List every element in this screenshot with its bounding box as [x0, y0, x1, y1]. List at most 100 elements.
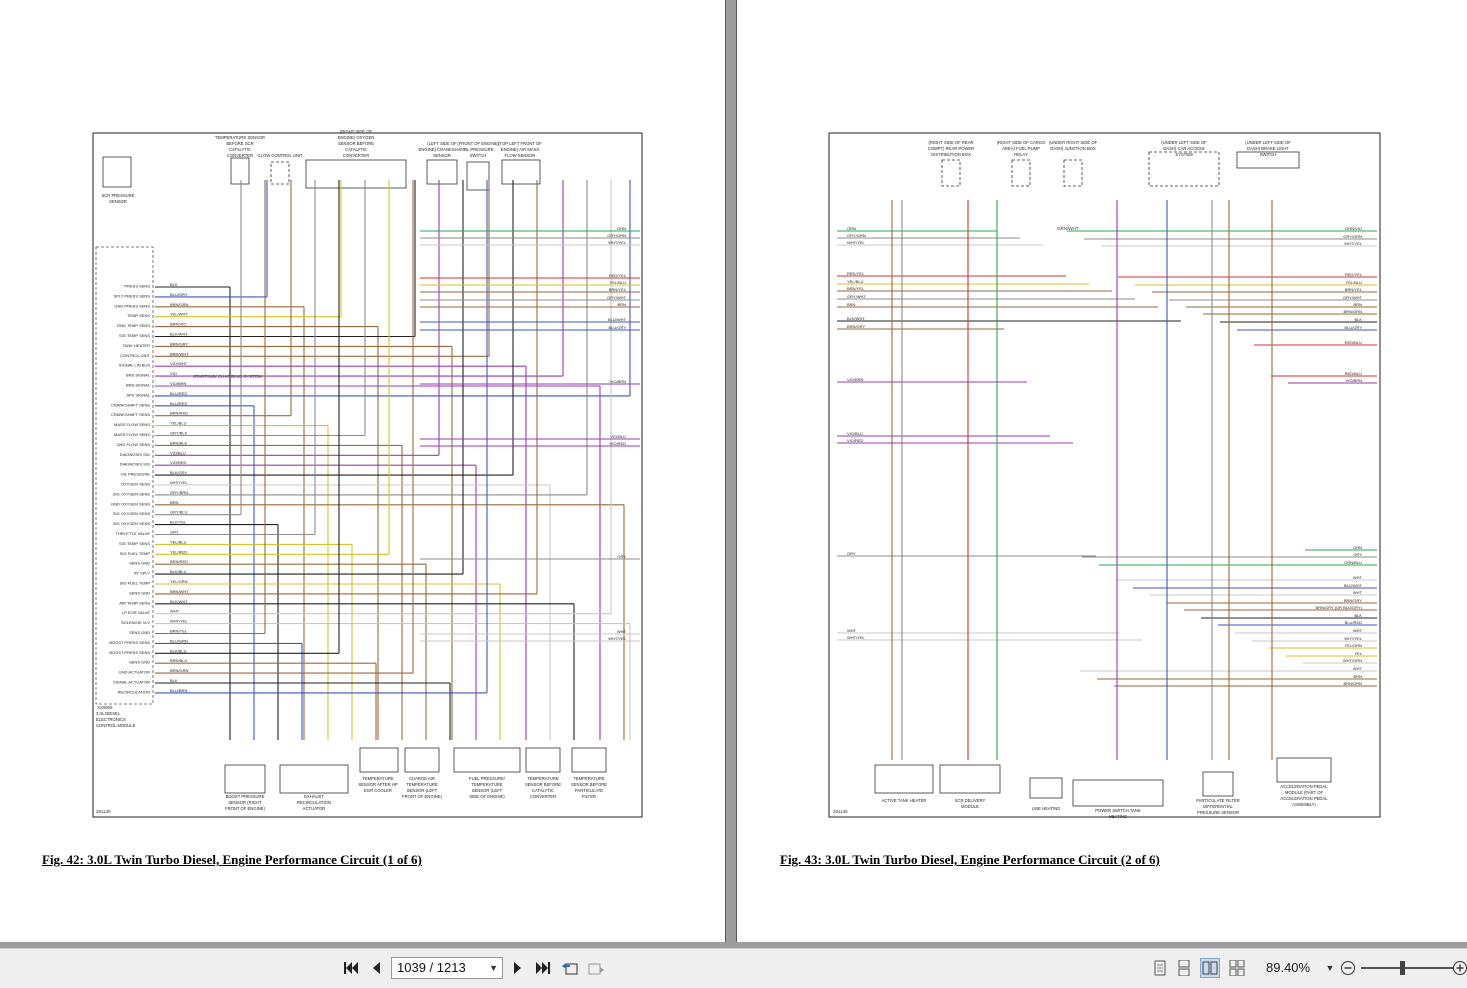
- chevron-down-icon[interactable]: ▼: [489, 963, 498, 973]
- next-page-button[interactable]: [508, 958, 528, 978]
- pin-label: SPS SIGNAL: [126, 392, 151, 397]
- wire-color-label: BLK/YEL: [170, 520, 187, 525]
- pin-label: SENS GND: [129, 660, 150, 665]
- component-label: FLOW SENSOR: [505, 153, 536, 158]
- component-label: SENSOR (LEFT: [407, 788, 438, 793]
- right-wire-label: GRN/BLU: [1344, 560, 1362, 565]
- right-wire-label: BLU/GRY: [609, 325, 627, 330]
- charging-label: STARTING/ CHARGING SYSTEM: [193, 374, 262, 379]
- right-wire-label: WHT/YEL: [608, 240, 627, 245]
- component-label: FILTER: [582, 794, 596, 799]
- wire-color-label: BRN/BLU: [170, 658, 187, 663]
- right-wire-label: GRY: [1353, 552, 1362, 557]
- right-wire-label: GRN: [617, 226, 626, 231]
- module-name: ELECTRONICS: [96, 717, 126, 722]
- zoom-in-button[interactable]: [1452, 958, 1467, 978]
- right-wire-label: GRN/VIO: [1345, 226, 1362, 231]
- right-wire-label: VIO/BRN: [610, 379, 627, 384]
- right-wire-label: BLK: [1354, 317, 1362, 322]
- component-label: CONVERTER: [227, 153, 253, 158]
- component-label: SENSOR: [109, 199, 127, 204]
- wire-color-label: YEL/GRN: [170, 579, 188, 584]
- single-page-icon: [1154, 960, 1166, 976]
- right-wire-label: WHT: [1353, 590, 1363, 595]
- right-wire-label: RED/BLU: [1345, 371, 1362, 376]
- go-back-button[interactable]: [560, 958, 580, 978]
- component-label: MODULE: [961, 804, 979, 809]
- component-label: CHARGE AIR: [409, 776, 435, 781]
- component-label: OIL PRESSURE: [463, 147, 494, 152]
- last-page-button[interactable]: [533, 958, 553, 978]
- right-wire-label: VIO/RED: [610, 441, 627, 446]
- wire-color-label: WHT/YEL: [170, 619, 189, 624]
- component-label: CATALYTIC: [229, 147, 251, 152]
- component-label: BEFORE SCR: [226, 141, 253, 146]
- component-label: SENSOR (RIGHT: [228, 800, 262, 805]
- zoom-out-button[interactable]: [1338, 958, 1358, 978]
- document-viewport[interactable]: 281135 X28908 STARTING/ CHARGING SYSTEM …: [0, 0, 1467, 948]
- pin-label: OXYGEN SENS: [121, 482, 150, 487]
- previous-page-button[interactable]: [366, 958, 386, 978]
- first-page-button[interactable]: [341, 958, 361, 978]
- wire-color-label: BLK/WHT: [170, 332, 188, 337]
- facing-view-button[interactable]: [1200, 958, 1220, 978]
- component-label: CONVERTER: [343, 153, 369, 158]
- component-label: CONVERTER: [530, 794, 556, 799]
- go-forward-button[interactable]: [586, 958, 606, 978]
- component-label: GLOW CONTROL UNIT: [257, 153, 303, 158]
- pin-label: RECIRCULATION: [118, 689, 150, 694]
- wire-color-label: BLU/GRY: [170, 292, 188, 297]
- wire-color-label: VIO/WHT: [170, 361, 188, 366]
- right-wire-label: BRN/GRN: [1344, 681, 1363, 686]
- component-label: (RIGHT SIDE OF CARGO: [997, 140, 1047, 145]
- component-label: DASH) BRAKE LIGHT: [1247, 146, 1289, 151]
- zoom-dropdown[interactable]: ▼: [1324, 958, 1336, 978]
- scr-pressure-sensor-box: [102, 156, 132, 188]
- pin-label: GND FLOW SENS: [116, 442, 150, 447]
- left-wire-label: YEL/BLU: [847, 279, 864, 284]
- right-wire-label: YEL/BLU: [1346, 280, 1363, 285]
- right-wire-label: BLU/WHT: [608, 317, 627, 322]
- component-label: COMPT) REAR POWER: [928, 146, 974, 151]
- left-wire-label: RED/YEL: [847, 271, 865, 276]
- go-back-icon: [562, 963, 578, 975]
- right-wire-label: BRN/YEL: [609, 287, 627, 292]
- continuous-page-icon: [1178, 960, 1190, 976]
- left-wire-label: GRY: [847, 551, 856, 556]
- zoom-slider-track[interactable]: [1361, 967, 1454, 969]
- wire-color-label: BRN/WHT: [170, 589, 189, 594]
- component-label: (UNDER LEFT SIDE OF: [1161, 140, 1207, 145]
- page-number-input[interactable]: 1039 / 1213 ▼: [391, 957, 503, 979]
- first-page-icon: [344, 962, 358, 974]
- connector-id: X28908: [97, 705, 113, 710]
- wire-color-label: BLU/RED: [170, 391, 187, 396]
- pin-label: SIG FUEL TEMP: [120, 551, 151, 556]
- component-label: TEMPERATURE: [471, 782, 503, 787]
- right-wire-label: GRY/GRN: [1343, 234, 1362, 239]
- zoom-slider-thumb[interactable]: [1400, 961, 1405, 975]
- last-page-icon: [536, 962, 550, 974]
- component-label: DISTRIBUTION BOX: [931, 152, 971, 157]
- left-wire-label: GRY/GRN: [847, 233, 866, 238]
- left-wire-label: GRY/WHT: [847, 294, 866, 299]
- right-wire-label: RED/YEL: [609, 273, 627, 278]
- component-label: (FRONT OF ENGINE): [457, 141, 499, 146]
- facing-continuous-view-button[interactable]: [1227, 958, 1247, 978]
- wire-color-label: BRN/RED: [170, 411, 188, 416]
- left-wire-label: WHT/YEL: [847, 240, 866, 245]
- right-wire-label: GRY/WHT: [1343, 295, 1362, 300]
- left-wire-label: BRN/YEL: [847, 286, 865, 291]
- pin-label: MASS FLOW SENS: [114, 422, 150, 427]
- left-wire-label: VIO/BLU: [847, 431, 863, 436]
- pin-label: SIG OXYGEN SENS: [113, 491, 150, 496]
- wire-color-label: GRY/BRN: [170, 490, 188, 495]
- left-wire-label: WHT: [847, 628, 857, 633]
- pin-label: SIG TEMP SENS: [119, 541, 150, 546]
- continuous-view-button[interactable]: [1174, 958, 1194, 978]
- pin-label: CRANKSHAFT SENS: [111, 412, 150, 417]
- component-label: TEMPERATURE: [573, 776, 605, 781]
- component-label: CATALYTIC: [345, 147, 367, 152]
- right-wire-label: WHT/GRN: [1343, 658, 1362, 663]
- single-page-view-button[interactable]: [1150, 958, 1170, 978]
- component-label: LINE HEATING: [1032, 806, 1061, 811]
